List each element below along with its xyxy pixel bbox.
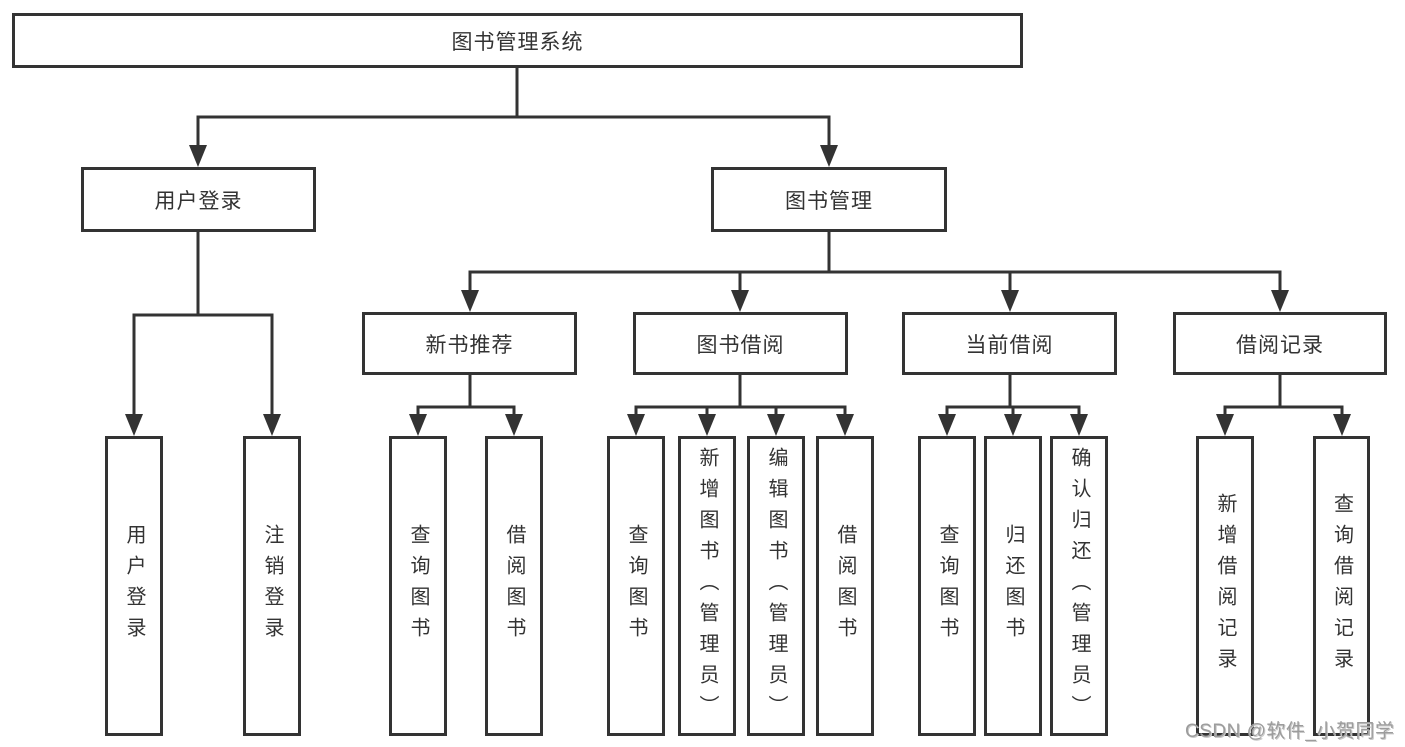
leaf-confirm-return-admin: 确认归还（管理员） [1050, 436, 1108, 736]
leaf-query-borrow-record: 查询借阅记录 [1313, 436, 1370, 736]
node-book-management-label: 图书管理 [785, 189, 873, 213]
leaf-edit-books-admin: 编辑图书（管理员） [747, 436, 805, 736]
leaf-return-books: 归还图书 [984, 436, 1042, 736]
leaf-query-books-recommend: 查询图书 [389, 436, 447, 736]
connector-book-management-to-level3 [461, 231, 1289, 312]
leaf-borrow-books-recommend-label: 借阅图书 [503, 524, 525, 648]
leaf-confirm-return-admin-label: 确认归还（管理员） [1068, 446, 1090, 726]
leaf-query-books-borrow: 查询图书 [607, 436, 665, 736]
connector-new-book-recommend-to-leaves [409, 373, 523, 436]
leaf-borrow-books-label: 借阅图书 [834, 524, 856, 648]
node-book-borrow: 图书借阅 [633, 312, 848, 375]
leaf-query-borrow-record-label: 查询借阅记录 [1330, 493, 1353, 679]
leaf-return-books-label: 归还图书 [1002, 524, 1024, 648]
leaf-logout-label: 注销登录 [261, 524, 283, 648]
node-current-borrow: 当前借阅 [902, 312, 1117, 375]
node-book-management: 图书管理 [711, 167, 947, 232]
node-root: 图书管理系统 [12, 13, 1023, 68]
leaf-add-borrow-record-label: 新增借阅记录 [1214, 493, 1236, 679]
leaf-user-login: 用户登录 [105, 436, 163, 736]
leaf-query-books-borrow-label: 查询图书 [625, 524, 647, 648]
leaf-user-login-label: 用户登录 [123, 524, 145, 648]
node-book-borrow-label: 图书借阅 [696, 333, 785, 357]
leaf-borrow-books-recommend: 借阅图书 [485, 436, 543, 736]
node-root-label: 图书管理系统 [451, 30, 584, 54]
node-borrow-records-label: 借阅记录 [1236, 333, 1324, 357]
leaf-add-borrow-record: 新增借阅记录 [1196, 436, 1254, 736]
leaf-borrow-books: 借阅图书 [816, 436, 874, 736]
leaf-query-books-current: 查询图书 [918, 436, 976, 736]
node-borrow-records: 借阅记录 [1173, 312, 1387, 375]
node-current-borrow-label: 当前借阅 [965, 333, 1054, 357]
connector-root-to-level2 [189, 66, 838, 167]
connector-user-login-to-leaves [125, 230, 281, 436]
leaf-logout: 注销登录 [243, 436, 301, 736]
leaf-edit-books-admin-label: 编辑图书（管理员） [765, 446, 787, 726]
node-new-book-recommend-label: 新书推荐 [425, 333, 514, 357]
connector-book-borrow-to-leaves [627, 373, 854, 436]
leaf-query-books-current-label: 查询图书 [936, 524, 958, 648]
node-new-book-recommend: 新书推荐 [362, 312, 577, 375]
node-user-login-label: 用户登录 [154, 189, 243, 213]
connector-current-borrow-to-leaves [938, 373, 1088, 436]
leaf-add-books-admin-label: 新增图书（管理员） [696, 446, 718, 726]
connector-borrow-records-to-leaves [1216, 374, 1351, 436]
node-user-login: 用户登录 [81, 167, 316, 232]
csdn-watermark: CSDN @软件_小贺同学 [1185, 721, 1395, 742]
leaf-add-books-admin: 新增图书（管理员） [678, 436, 736, 736]
leaf-query-books-recommend-label: 查询图书 [407, 524, 429, 648]
